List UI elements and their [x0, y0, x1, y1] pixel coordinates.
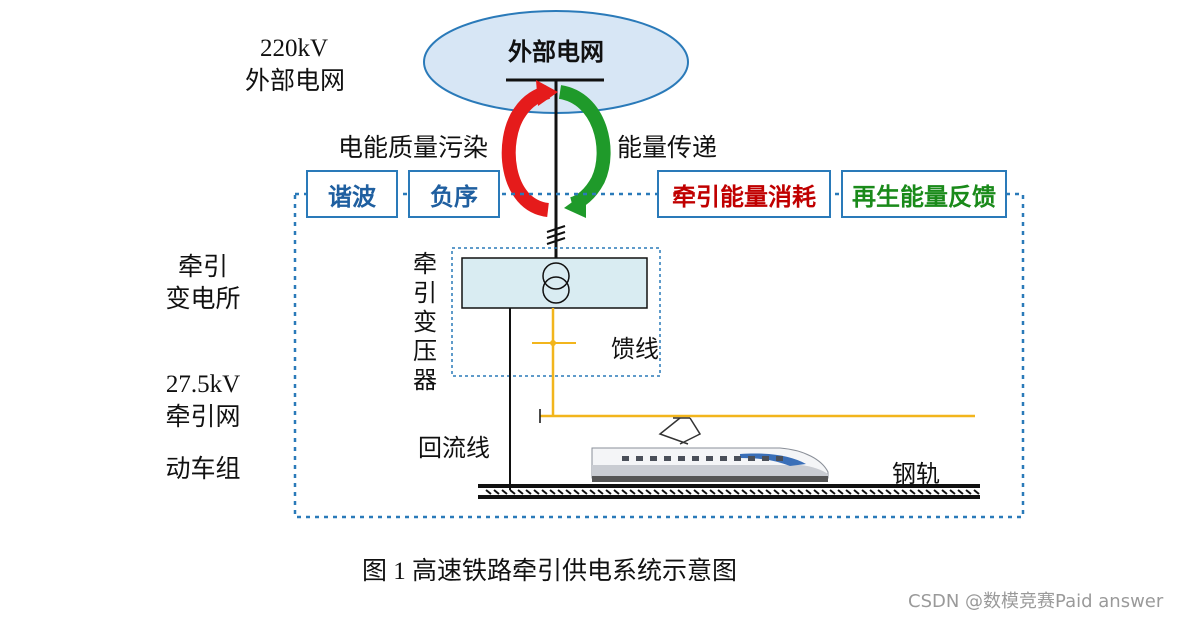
phase-hatch: [546, 225, 566, 245]
energy-arrowhead: [564, 192, 586, 218]
traction-consumption-box: 牵引能量消耗: [657, 170, 831, 218]
transformer-char: 变: [413, 308, 437, 336]
pollution-label: 电能质量污染: [338, 133, 489, 162]
grid-name-label: 外部电网: [244, 66, 345, 95]
csdn-watermark: CSDN @数模竞赛Paid answer: [908, 591, 1164, 612]
transformer-body: [461, 257, 648, 309]
emu-train: [591, 447, 829, 482]
feeder-label: 馈线: [611, 335, 659, 363]
substation-label-line1: 牵引: [177, 252, 228, 281]
traction-net-label: 牵引网: [165, 402, 241, 431]
feeder-node: [550, 340, 556, 346]
transformer-boundary: [451, 247, 661, 377]
transformer-char: 器: [413, 366, 437, 394]
rail-track: [478, 484, 980, 499]
pollution-arrowhead: [536, 80, 558, 106]
negative-sequence-box: 负序: [408, 170, 500, 218]
transformer-label: 牵 引 变 压 器: [410, 250, 440, 395]
transformer-coil-lower: [542, 276, 570, 304]
transformer-char: 牵: [413, 250, 437, 278]
transformer-coil-upper: [542, 262, 570, 290]
traction-net-voltage: 27.5kV: [165, 371, 241, 398]
transformer-char: 引: [413, 279, 437, 307]
pollution-arrow: [501, 85, 551, 217]
energy-transfer-label: 能量传递: [617, 133, 718, 162]
regen-feedback-box: 再生能量反馈: [841, 170, 1007, 218]
substation-label-line2: 变电所: [165, 284, 241, 313]
transformer-char: 压: [413, 337, 437, 365]
pantograph: [658, 417, 702, 445]
harmonic-box: 谐波: [306, 170, 398, 218]
return-line-label: 回流线: [418, 434, 490, 462]
figure-caption: 图 1 高速铁路牵引供电系统示意图: [362, 558, 738, 585]
ellipse-title: 外部电网: [508, 38, 604, 66]
grid-voltage-label: 220kV: [259, 35, 329, 62]
rail-label: 钢轨: [892, 460, 940, 488]
emu-label: 动车组: [165, 454, 241, 483]
